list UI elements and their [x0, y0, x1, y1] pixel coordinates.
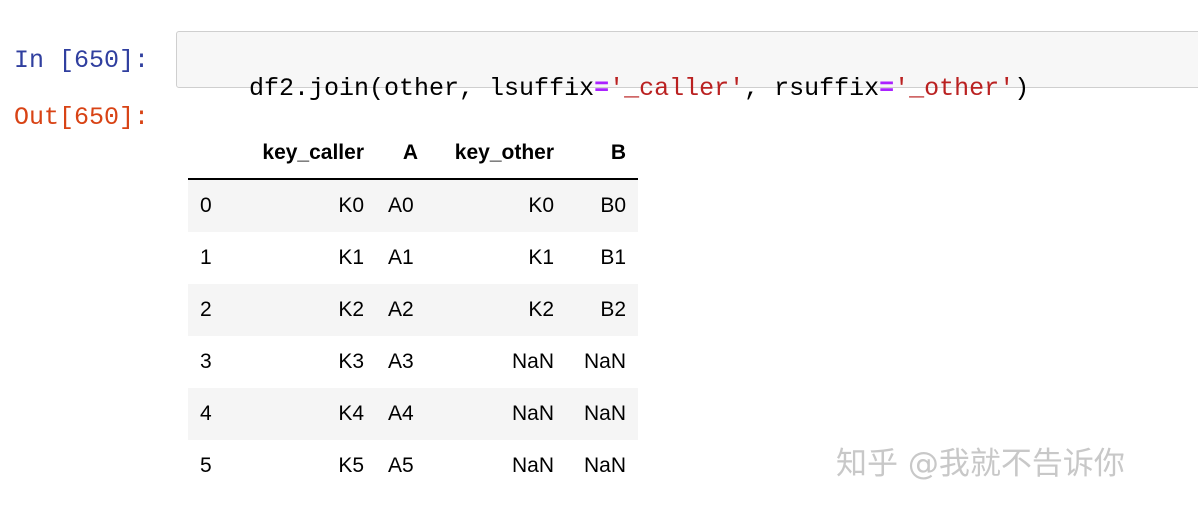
code-token: , rsuffix — [744, 74, 880, 103]
cell-key-other: K2 — [528, 298, 554, 321]
cell-a: A4 — [388, 402, 414, 425]
cell-key-other: NaN — [511, 350, 554, 373]
cell-key-caller: K3 — [338, 350, 364, 373]
row-index: 2 — [200, 298, 212, 321]
cell-a: A0 — [388, 194, 414, 217]
cell-b: B2 — [600, 298, 626, 321]
code-cell-input[interactable]: df2.join(other, lsuffix='_caller', rsuff… — [176, 31, 1198, 103]
cell-key-other: K0 — [528, 194, 554, 217]
code-token: df2.join(other, lsuffix — [249, 74, 595, 103]
table-header-row: key_caller A key_other B — [188, 127, 638, 180]
code-line: df2.join(other, lsuffix='_caller', rsuff… — [189, 44, 1029, 134]
cell-key-caller: K1 — [338, 246, 364, 269]
column-header-a: A — [376, 127, 430, 180]
cell-key-other: NaN — [511, 454, 554, 477]
cell-a: A1 — [388, 246, 414, 269]
code-token-string: '_caller' — [609, 74, 745, 103]
row-index: 1 — [200, 246, 212, 269]
table-row: 1 K1 A1 K1 B1 — [188, 232, 638, 284]
column-header-b: B — [566, 127, 638, 180]
watermark: 知乎 @我就不告诉你 — [836, 446, 1125, 482]
cell-a: A3 — [388, 350, 414, 373]
cell-a: A5 — [388, 454, 414, 477]
output-area: key_caller A key_other B 0 K0 A0 K0 B0 1… — [188, 127, 638, 492]
code-token-operator: = — [594, 74, 610, 103]
cell-key-other: K1 — [528, 246, 554, 269]
code-token-operator: = — [879, 74, 895, 103]
row-index: 0 — [200, 194, 212, 217]
row-index: 3 — [200, 350, 212, 373]
cell-b: B1 — [600, 246, 626, 269]
cell-key-other: NaN — [511, 402, 554, 425]
column-header-index — [188, 127, 236, 180]
output-prompt: Out[650]: — [14, 103, 150, 132]
cell-key-caller: K0 — [338, 194, 364, 217]
cell-key-caller: K4 — [338, 402, 364, 425]
cell-b: B0 — [600, 194, 626, 217]
column-header-key-caller: key_caller — [236, 127, 376, 180]
code-token: ) — [1014, 74, 1030, 103]
code-token-string: '_other' — [894, 74, 1015, 103]
table-row: 4 K4 A4 NaN NaN — [188, 388, 638, 440]
table-row: 3 K3 A3 NaN NaN — [188, 336, 638, 388]
column-header-key-other: key_other — [430, 127, 566, 180]
cell-b: NaN — [583, 402, 626, 425]
row-index: 4 — [200, 402, 212, 425]
cell-key-caller: K5 — [338, 454, 364, 477]
table-row: 0 K0 A0 K0 B0 — [188, 179, 638, 232]
row-index: 5 — [200, 454, 212, 477]
cell-b: NaN — [583, 454, 626, 477]
cell-key-caller: K2 — [338, 298, 364, 321]
table-row: 2 K2 A2 K2 B2 — [188, 284, 638, 336]
dataframe-table: key_caller A key_other B 0 K0 A0 K0 B0 1… — [188, 127, 638, 492]
input-prompt: In [650]: — [14, 46, 150, 75]
cell-a: A2 — [388, 298, 414, 321]
table-row: 5 K5 A5 NaN NaN — [188, 440, 638, 492]
cell-b: NaN — [583, 350, 626, 373]
